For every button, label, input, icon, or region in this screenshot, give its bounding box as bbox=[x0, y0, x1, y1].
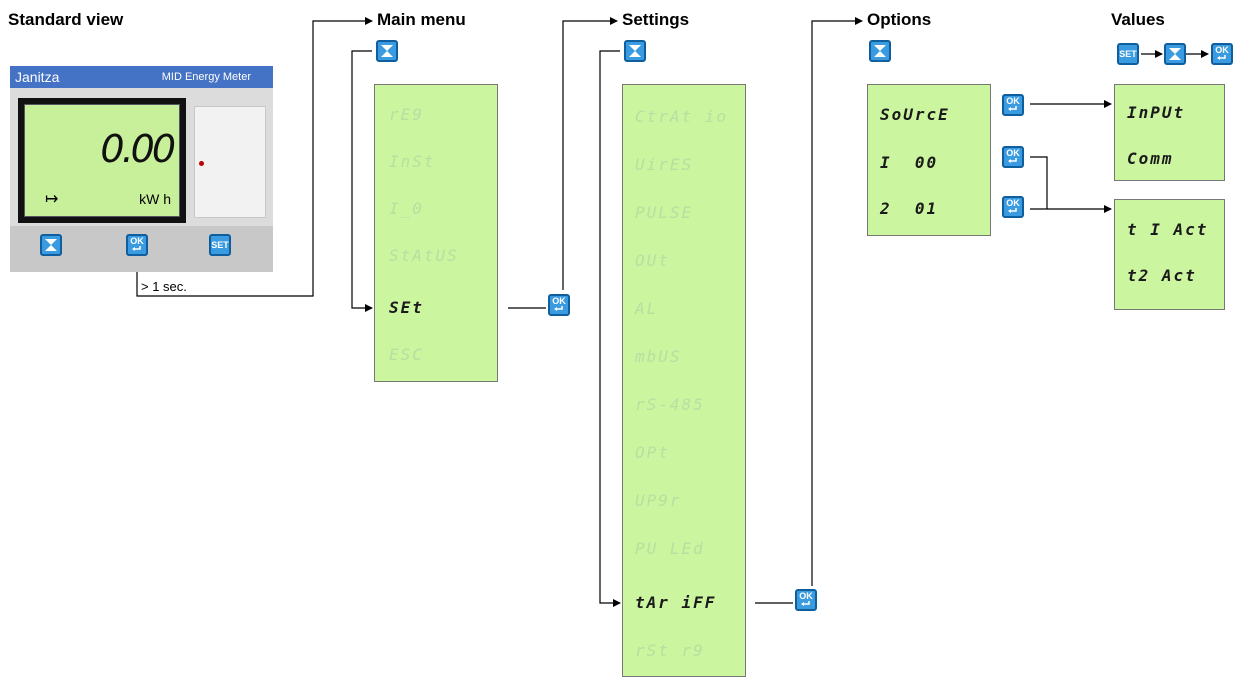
ok-label: OK bbox=[1006, 148, 1020, 158]
settings-item: OPt bbox=[635, 443, 670, 462]
set-label: SET bbox=[211, 240, 229, 250]
values-source-lcd: InPUt Comm bbox=[1114, 84, 1225, 181]
values-tariff-lcd: t I Act t2 Act bbox=[1114, 199, 1225, 310]
down-arrow-icon bbox=[874, 45, 886, 57]
device-side-panel bbox=[194, 106, 266, 218]
display-value: 0.00 bbox=[100, 127, 176, 171]
connector-standard-to-main bbox=[136, 17, 373, 297]
display-unit: kW h bbox=[139, 191, 171, 207]
heading-standard-view: Standard view bbox=[8, 10, 124, 29]
settings-item: rSt r9 bbox=[635, 641, 705, 660]
settings-item: mbUS bbox=[635, 347, 682, 366]
option-source: SoUrcE bbox=[880, 105, 950, 124]
connector-main-to-settings bbox=[562, 17, 618, 290]
down-arrow-icon bbox=[381, 45, 393, 57]
heading-settings: Settings bbox=[622, 10, 690, 29]
main-menu-item: ESC bbox=[389, 345, 424, 364]
main-menu-ok-button[interactable]: OK bbox=[548, 294, 570, 316]
down-arrow-icon bbox=[1169, 48, 1181, 60]
main-menu-lcd: rE9 InSt I_0 StAtUS SEt ESC bbox=[374, 84, 498, 382]
values-set-button[interactable]: SET bbox=[1117, 43, 1139, 65]
ok-label: OK bbox=[1006, 198, 1020, 208]
ok-label: OK bbox=[799, 591, 813, 601]
options-lcd: SoUrcE I 00 2 01 bbox=[867, 84, 991, 236]
device-display: 0.00 ↦ kW h bbox=[24, 104, 180, 217]
hold-duration-note: > 1 sec. bbox=[141, 279, 187, 294]
connector-settings-to-options bbox=[811, 17, 863, 586]
enter-icon bbox=[801, 601, 810, 606]
settings-item-active: tAr iFF bbox=[635, 593, 717, 612]
enter-icon bbox=[554, 306, 563, 311]
option-value-2: 2 01 bbox=[880, 199, 939, 218]
main-menu-down-button[interactable] bbox=[376, 40, 398, 62]
enter-icon bbox=[1008, 106, 1017, 111]
settings-item: OUt bbox=[635, 251, 670, 270]
settings-item: rS-485 bbox=[635, 395, 705, 414]
value-tariff1-active: t I Act bbox=[1127, 220, 1209, 239]
settings-item: CtrAt io bbox=[635, 107, 729, 126]
down-arrow-icon bbox=[629, 45, 641, 57]
connector-main-bracket bbox=[351, 50, 373, 312]
ok-label: OK bbox=[130, 236, 144, 246]
device-set-button[interactable]: SET bbox=[209, 234, 231, 256]
value-input: InPUt bbox=[1127, 103, 1186, 122]
device-ok-button[interactable]: OK bbox=[126, 234, 148, 256]
ok-label: OK bbox=[1215, 45, 1229, 55]
value-comm: Comm bbox=[1127, 149, 1174, 168]
ok-label: OK bbox=[552, 296, 566, 306]
heading-values: Values bbox=[1111, 10, 1165, 29]
options-tariff1-ok-button[interactable]: OK bbox=[1002, 146, 1024, 168]
options-tariff2-ok-button[interactable]: OK bbox=[1002, 196, 1024, 218]
settings-item: UP9r bbox=[635, 491, 682, 510]
device-brand: Janitza bbox=[15, 69, 60, 85]
settings-down-button[interactable] bbox=[624, 40, 646, 62]
set-label: SET bbox=[1119, 49, 1137, 59]
enter-icon bbox=[1008, 208, 1017, 213]
down-arrow-icon bbox=[45, 239, 57, 251]
indicator-led bbox=[199, 161, 204, 166]
values-down-button[interactable] bbox=[1164, 43, 1186, 65]
enter-icon bbox=[1217, 55, 1226, 60]
settings-item: PULSE bbox=[635, 203, 694, 222]
enter-icon bbox=[1008, 158, 1017, 163]
options-source-ok-button[interactable]: OK bbox=[1002, 94, 1024, 116]
option-value-1: I 00 bbox=[880, 153, 939, 172]
device-display-frame: 0.00 ↦ kW h bbox=[18, 98, 186, 223]
enter-icon bbox=[132, 246, 141, 251]
heading-options: Options bbox=[867, 10, 932, 29]
connector-settings-bracket bbox=[599, 50, 621, 607]
tariff-arrow-icon: ↦ bbox=[45, 191, 59, 208]
settings-ok-button[interactable]: OK bbox=[795, 589, 817, 611]
settings-lcd: CtrAt io UirES PULSE OUt AL mbUS rS-485 … bbox=[622, 84, 746, 677]
device-model: MID Energy Meter bbox=[161, 71, 251, 83]
value-tariff2-active: t2 Act bbox=[1127, 266, 1197, 285]
main-menu-item-active: SEt bbox=[389, 298, 424, 317]
device-header: Janitza MID Energy Meter bbox=[10, 66, 273, 88]
main-menu-item: StAtUS bbox=[389, 246, 459, 265]
heading-main-menu: Main menu bbox=[377, 10, 466, 29]
settings-item: PU LEd bbox=[635, 539, 705, 558]
main-menu-item: rE9 bbox=[389, 105, 424, 124]
connector-options-to-tariff bbox=[1030, 156, 1111, 209]
device-down-button[interactable] bbox=[40, 234, 62, 256]
main-menu-item: InSt bbox=[389, 152, 436, 171]
settings-item: AL bbox=[635, 299, 659, 318]
settings-item: UirES bbox=[635, 155, 694, 174]
values-ok-button[interactable]: OK bbox=[1211, 43, 1233, 65]
ok-label: OK bbox=[1006, 96, 1020, 106]
energy-meter-device: Janitza MID Energy Meter 0.00 ↦ kW h OK … bbox=[10, 66, 273, 272]
main-menu-item: I_0 bbox=[389, 199, 424, 218]
options-down-button[interactable] bbox=[869, 40, 891, 62]
